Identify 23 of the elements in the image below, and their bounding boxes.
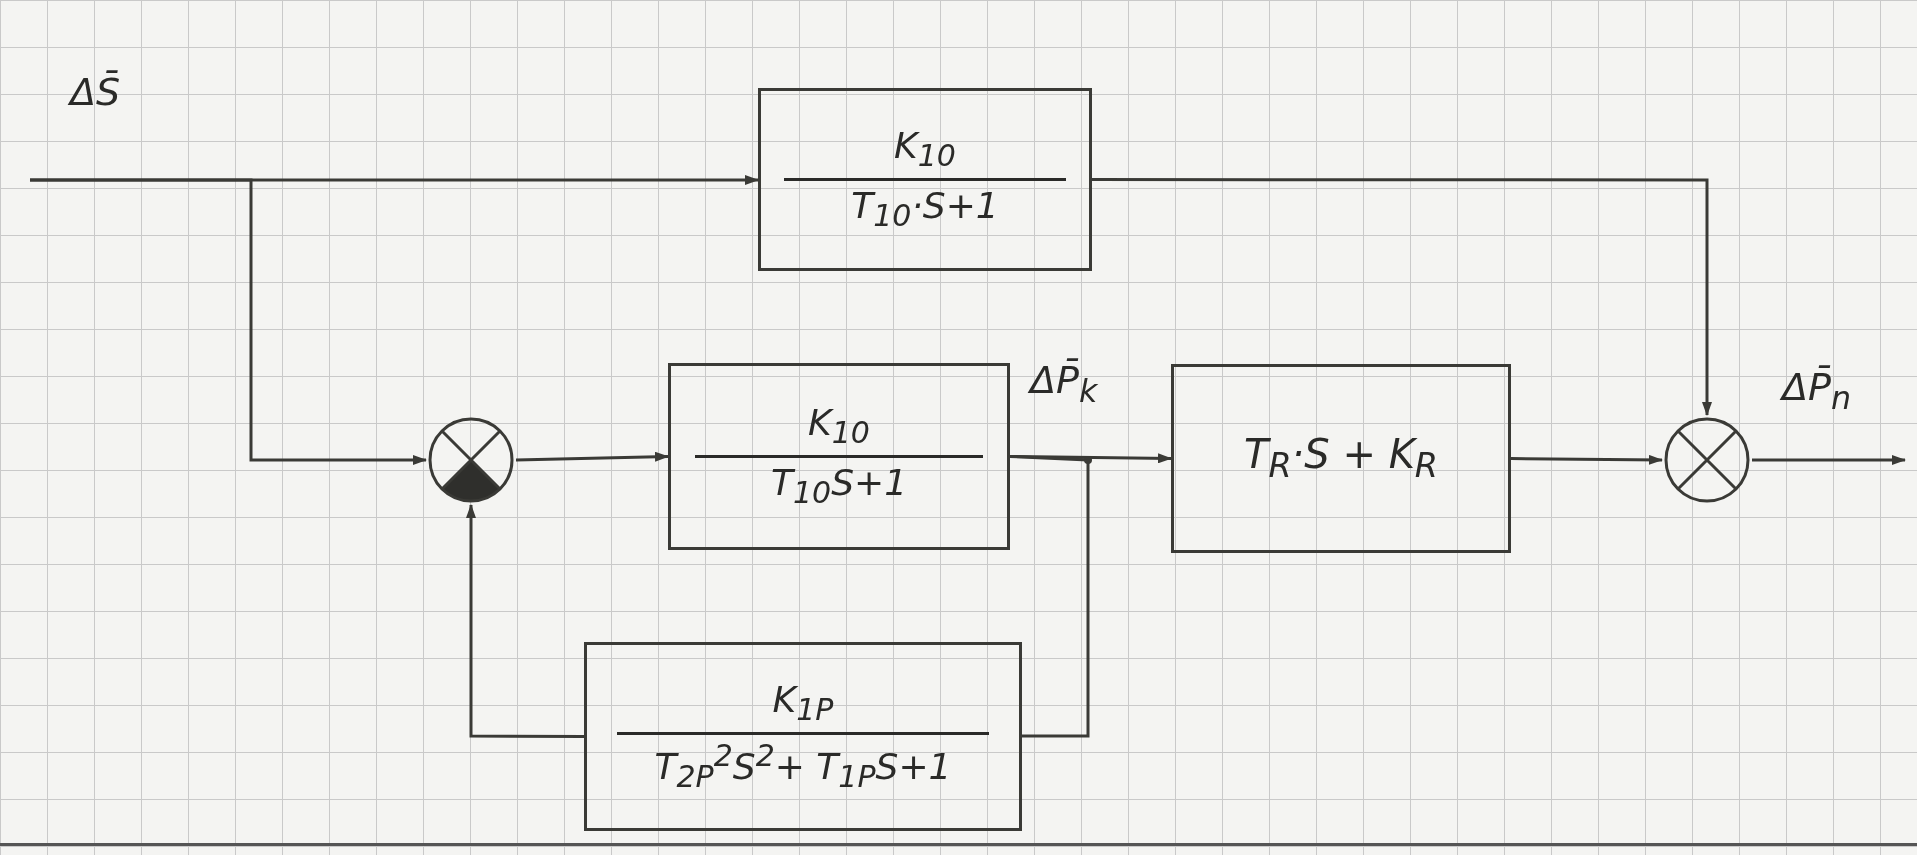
signal-label: ΔP̄$_{n}$ [1782,365,1851,416]
numerator: K$_{1P}$ [772,678,834,728]
transfer-function-block [1171,364,1511,553]
transfer-function-block [668,363,1010,550]
numerator: K$_{10}$ [808,402,870,451]
numerator: K$_{10}$ [894,125,956,174]
signal-label: ΔP̄$_{k}$ [1030,358,1098,409]
summing-junction [1662,415,1752,505]
denominator: T$_{2P}$$^{2}$S$^{2}$+ T$_{1P}$S+1 [654,738,952,795]
connector-line [1009,455,1090,738]
signal-label: ΔS̄ [70,70,121,114]
arrow [1511,454,1663,465]
transfer-function-block [758,88,1092,271]
denominator: T$_{10}$·S+1 [851,185,999,234]
arrow [30,178,427,465]
arrow [466,504,584,738]
denominator: T$_{10}$S+1 [770,462,908,511]
arrow [1092,178,1712,416]
expression: T$_{R}$·S + K$_{R}$ [1243,431,1439,486]
arrow [1752,455,1906,465]
arrow [515,451,669,462]
transfer-function-block [584,642,1022,831]
summing-junction [426,415,516,505]
